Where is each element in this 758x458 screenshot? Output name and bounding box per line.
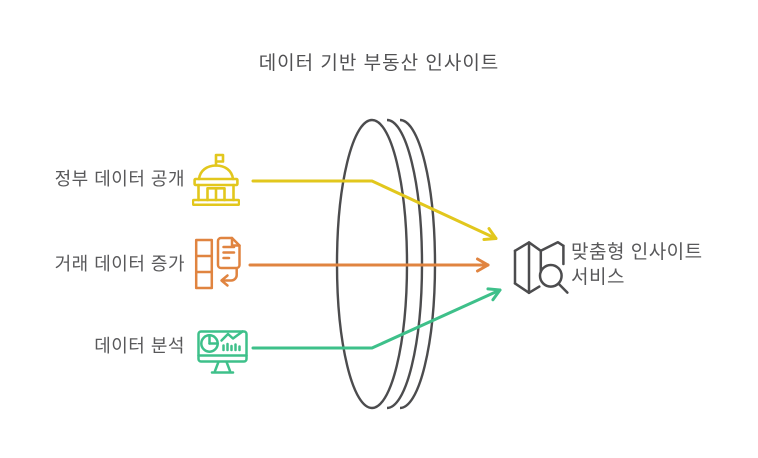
flag [214,153,225,167]
map-bottom-mid-edge [527,285,541,295]
diagram-title: 데이터 기반 부동산 인사이트 [258,53,500,74]
government-building-icon [192,153,240,206]
monitor-stand [213,360,232,373]
trend-line [220,330,244,342]
connector-government-to-output [251,179,498,242]
return-arrow-head [220,274,229,287]
analytics-monitor-strokes [197,330,248,374]
government-building-strokes [192,153,240,206]
base [192,198,240,206]
output-label-line1: 맞춤형 인사이트 [571,242,703,263]
document-fold [230,236,241,247]
connector-analysis-to-output [251,287,502,350]
output-label: 맞춤형 인사이트 서비스 [571,240,703,290]
transaction-document-strokes [194,236,241,290]
dome [197,164,235,181]
map-search-icon [513,240,569,295]
map-search-strokes [513,240,569,295]
transaction-document-icon [194,236,241,290]
input-label-government-data: 정부 데이터 공개 [54,169,185,189]
input-label-transaction-data: 거래 데이터 증가 [54,254,185,274]
document-outline [216,236,241,270]
map-top-edge [513,240,565,253]
cornice [193,177,239,187]
monitor-frame [197,330,248,363]
analytics-monitor-icon [197,330,248,374]
magnifier-handle [557,282,569,294]
output-label-line2: 서비스 [571,267,625,288]
magnifier-glass [538,263,563,288]
return-arrow-curve [221,268,238,282]
column-stack [194,238,214,290]
input-label-data-analysis: 데이터 분석 [94,336,185,356]
map-bottom-left-edge [513,282,531,295]
mini-bars [222,342,241,352]
